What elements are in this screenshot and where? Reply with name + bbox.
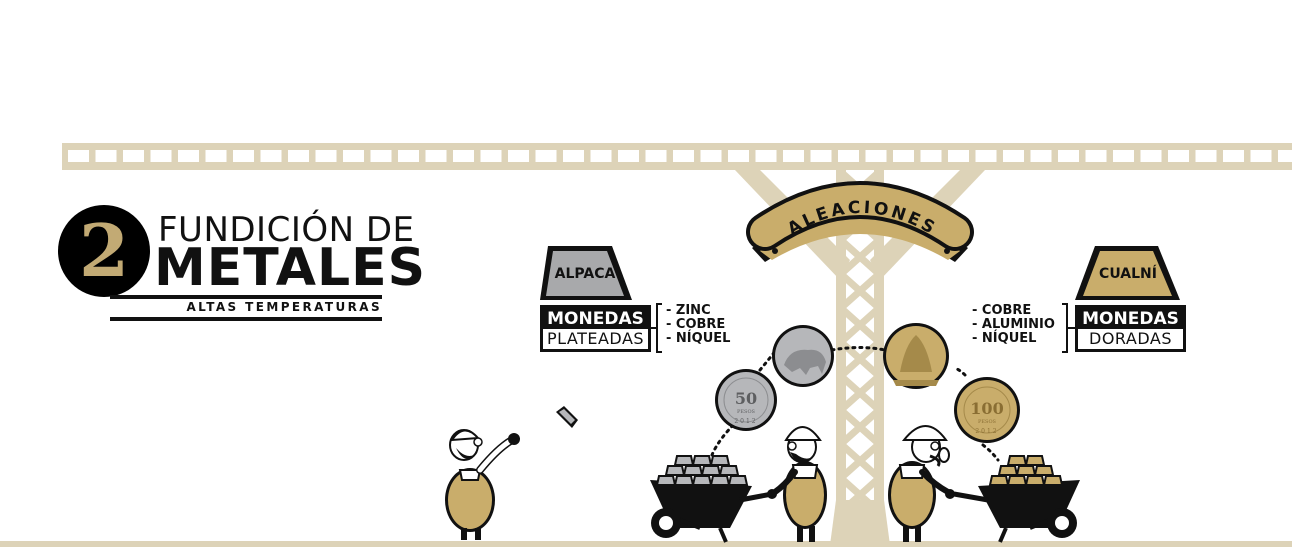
flying-ingot	[556, 406, 578, 428]
alpaca-text: ALPACA	[555, 266, 616, 282]
monedas-left-type: PLATEADAS	[546, 329, 645, 348]
monedas-doradas-box: MONEDAS DORADAS	[1075, 305, 1186, 352]
coin-gold-reverse	[883, 323, 949, 389]
overhead-rail	[62, 143, 1292, 170]
logo-line1: FUNDICIÓN DE	[158, 210, 415, 250]
alpaca-label: ALPACA	[540, 246, 632, 300]
aleaciones-sign: ALEACIONES	[746, 181, 974, 262]
ground-line	[0, 541, 1292, 547]
cualni-metal: - ALUMINIO	[972, 317, 1055, 332]
alpaca-metal: - COBRE	[666, 317, 726, 332]
wheelbarrow-gold	[953, 455, 1080, 543]
monedas-left-title: MONEDAS	[543, 308, 648, 329]
worker-throwing	[445, 429, 520, 540]
coin-100-pesos: 100 PESOS 2012	[954, 377, 1020, 443]
monedas-right-type: DORADAS	[1089, 329, 1172, 348]
coin-100-year: 2012	[975, 428, 998, 435]
coin-100-value: 100	[970, 399, 1003, 418]
wheelbarrow-silver	[650, 455, 773, 543]
alpaca-metal: - ZINC	[666, 303, 711, 318]
worker-left-barrow	[767, 426, 827, 542]
worker-right-barrow	[888, 425, 955, 542]
logo-subtitle: ALTAS TEMPERATURAS	[186, 300, 382, 314]
coin-50-year: 2012	[734, 418, 757, 425]
logo-line2: METALES	[154, 238, 427, 298]
coin-silver-reverse	[772, 325, 834, 387]
logo-rule-top	[110, 295, 382, 299]
logo-number: 2	[78, 208, 130, 293]
logo-rule-bottom	[110, 317, 382, 321]
cualni-label: CUALNÍ	[1075, 246, 1180, 300]
cualni-text: CUALNÍ	[1099, 265, 1157, 282]
right-bracket	[1062, 303, 1076, 353]
monedas-plateadas-box: MONEDAS PLATEADAS	[540, 305, 651, 352]
coin-100-unit: PESOS	[978, 419, 997, 425]
coin-50-value: 50	[735, 389, 757, 408]
coin-50-unit: PESOS	[737, 409, 756, 415]
cualni-metal-list: - COBRE - ALUMINIO - NÍQUEL	[972, 304, 1055, 346]
coin-50-pesos: 50 PESOS 2012	[715, 369, 777, 431]
logo-number-badge: 2	[58, 205, 150, 297]
monedas-right-title: MONEDAS	[1078, 308, 1183, 329]
cualni-metal: - NÍQUEL	[972, 331, 1037, 346]
alpaca-metal-list: - ZINC - COBRE - NÍQUEL	[666, 304, 730, 346]
fundicion-logo: 2 FUNDICIÓN DE METALES ALTAS TEMPERATURA…	[58, 200, 425, 325]
alpaca-metal: - NÍQUEL	[666, 331, 731, 346]
cualni-metal: - COBRE	[972, 303, 1032, 318]
